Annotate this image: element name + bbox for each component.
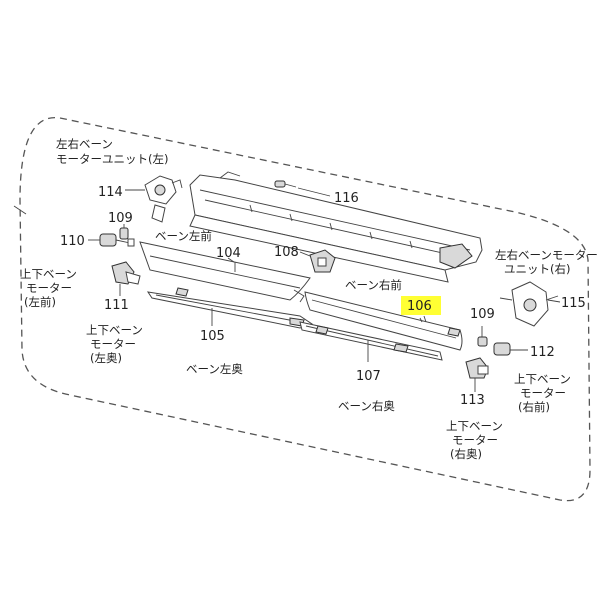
- label-114-name-2: モーターユニット(左): [56, 152, 168, 166]
- part-109-clip-left: [119, 224, 129, 240]
- label-110-name-1: 上下ベーン: [20, 267, 77, 281]
- outline-tick: [13, 205, 27, 215]
- label-107-name: ベーン右奥: [338, 399, 395, 413]
- label-111-name-2: モーター: [90, 337, 136, 351]
- label-113-name-1: 上下ベーン: [446, 419, 503, 433]
- label-112-name-2: モーター: [520, 386, 566, 400]
- label-109b-number: 109: [470, 307, 495, 322]
- label-112-number: 112: [530, 345, 555, 360]
- label-112-name-1: 上下ベーン: [514, 372, 571, 386]
- label-113-name-3: (右奥): [450, 447, 482, 461]
- part-114-motor-unit: [125, 175, 183, 223]
- part-109-clip-right: [477, 326, 488, 347]
- label-115-name-1: 左右ベーンモーター: [495, 248, 598, 262]
- part-115-motor-unit: [499, 281, 561, 327]
- label-116-number: 116: [334, 191, 359, 206]
- label-115-number: 115: [561, 296, 586, 311]
- label-107-number: 107: [356, 369, 381, 384]
- label-105-name: ベーン左奥: [186, 362, 243, 376]
- label-111-name-1: 上下ベーン: [86, 323, 143, 337]
- part-107-vane: [299, 321, 443, 362]
- part-116-screw: [274, 180, 331, 197]
- label-115-name-2: ユニット(右): [504, 262, 570, 276]
- part-113-motor: [465, 357, 489, 392]
- label-105-number: 105: [200, 329, 225, 344]
- label-106-name: ベーン右前: [345, 278, 402, 292]
- leader-104: [227, 257, 235, 263]
- label-108-number: 108: [274, 245, 299, 260]
- highlight-106: [401, 296, 441, 315]
- label-104-number: 104: [216, 246, 241, 261]
- part-111-motor: [111, 261, 141, 296]
- label-104-name: ベーン左前: [155, 229, 212, 243]
- part-108-bracket: [299, 249, 336, 273]
- label-112-name-3: (右前): [518, 400, 550, 414]
- part-110-motor: [88, 233, 135, 247]
- label-113-number: 113: [460, 393, 485, 408]
- label-113-name-2: モーター: [452, 433, 498, 447]
- label-110-name-2: モーター: [26, 281, 72, 295]
- part-112-motor: [493, 342, 528, 356]
- label-110-name-3: (左前): [24, 295, 56, 309]
- label-114-name-1: 左右ベーン: [56, 137, 113, 151]
- label-109a-number: 109: [108, 211, 133, 226]
- leader-106: [423, 315, 427, 323]
- label-110-number: 110: [60, 234, 85, 249]
- label-114-number: 114: [98, 185, 123, 200]
- part-104-vane: [139, 241, 311, 303]
- assembly-outline: [19, 117, 591, 502]
- label-106-number: 106: [407, 299, 432, 314]
- chassis-frame: [189, 171, 483, 283]
- part-106-vane: [304, 291, 463, 351]
- label-111-name-3: (左奥): [90, 351, 122, 365]
- label-111-number: 111: [104, 298, 129, 313]
